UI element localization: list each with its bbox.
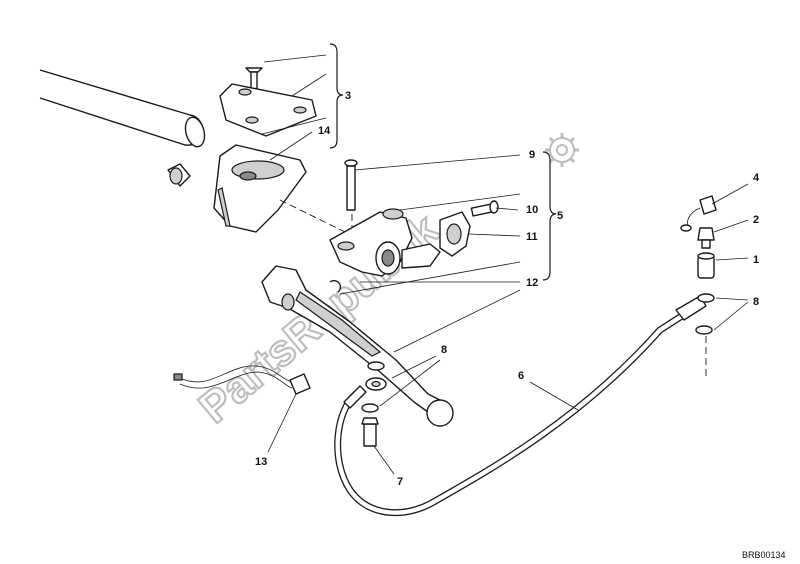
- part-14-reservoir-body: [167, 144, 307, 233]
- part-13-switch: [173, 365, 311, 395]
- callout-2: 2: [753, 214, 759, 226]
- drawing-code: BRB00134: [742, 550, 786, 560]
- part-1-adapter: [697, 252, 715, 279]
- part-11-clamp: [439, 211, 471, 257]
- callout-6: 6: [518, 370, 524, 382]
- callout-11: 11: [526, 231, 538, 243]
- callout-13: 13: [255, 456, 267, 468]
- part-5-master-cylinder: [329, 208, 441, 277]
- callout-9: 9: [529, 149, 535, 161]
- callout-5: 5: [557, 210, 563, 222]
- part-2-bleed-nipple: [697, 227, 715, 249]
- part-8-washers-left: [361, 361, 387, 413]
- callout-8-right: 8: [753, 296, 759, 308]
- callout-10: 10: [526, 204, 538, 216]
- part-6-hose: [334, 295, 707, 517]
- bracket-5: [542, 151, 557, 281]
- gear-icon: [545, 133, 579, 167]
- group-brackets: [329, 43, 557, 281]
- leader-lines: [261, 54, 749, 475]
- callout-8-left: 8: [441, 344, 447, 356]
- part-8-washers-right: [695, 293, 715, 380]
- part-3-reservoir-cap: [219, 67, 317, 137]
- callout-14: 14: [318, 125, 331, 137]
- bracket-3: [329, 43, 344, 149]
- callout-3: 3: [345, 90, 351, 102]
- callout-7: 7: [397, 476, 403, 488]
- part-4-dust-cap: [680, 195, 717, 232]
- part-7-banjo-bolt: [361, 417, 379, 447]
- callout-labels: 1 2 3 4 5 6 7 8 8 9 10 11 12 13 14: [255, 90, 760, 488]
- callout-12: 12: [526, 277, 538, 289]
- axis-line: [279, 199, 346, 233]
- callout-1: 1: [753, 254, 759, 266]
- part-10-clamp-screw: [470, 200, 499, 217]
- callout-4: 4: [753, 172, 760, 184]
- part-9-pivot-bolt: [344, 159, 358, 211]
- handlebar: [39, 69, 206, 148]
- part-12-lever: [261, 265, 454, 427]
